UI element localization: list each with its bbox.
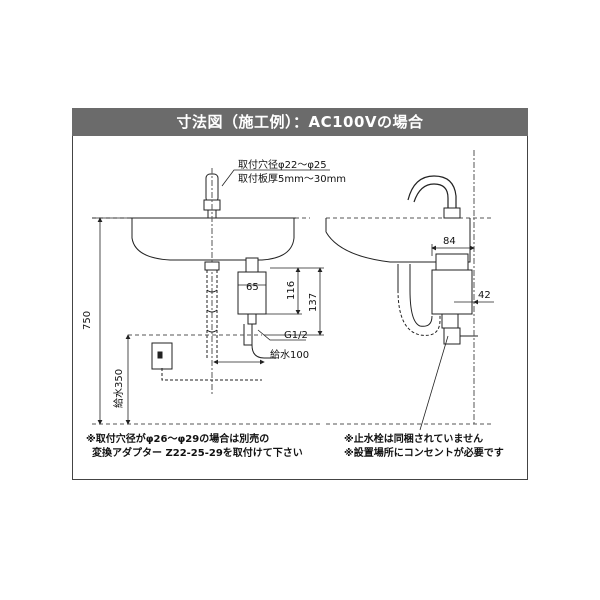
- diagram-title: 寸法図（施工例）：AC100Vの場合: [72, 108, 528, 136]
- dim-750: [92, 217, 130, 425]
- dim-42-label: 42: [478, 290, 491, 301]
- left-front-view: [92, 168, 320, 425]
- note-left-line1: ※取付穴径がφ26～φ29の場合は別売の: [86, 432, 269, 445]
- dim-750-label: 750: [82, 311, 93, 330]
- right-side-view: [325, 150, 492, 425]
- note-left-line2: 変換アダプター Z22-25-29を取付けて下さい: [92, 446, 303, 459]
- faucet-spout: [407, 175, 457, 218]
- note-right-line1: ※止水栓は同梱されていません: [344, 432, 483, 445]
- side-controller-box: [431, 269, 473, 315]
- dim-137-label: 137: [308, 293, 319, 312]
- basin-outline: [131, 218, 295, 261]
- dim-116-label: 116: [286, 281, 297, 300]
- dim-350-label: 給水350: [112, 369, 125, 408]
- supply-100-label: 給水100: [270, 348, 309, 361]
- note-right-line2: ※設置場所にコンセントが必要です: [344, 446, 504, 459]
- dim-84-label: 84: [443, 236, 456, 247]
- plate-thickness-label: 取付板厚5mm～30mm: [238, 172, 346, 185]
- hole-diameter-label: 取付穴径φ22～φ25: [238, 158, 327, 171]
- dim-65-label: 65: [246, 282, 259, 293]
- controller-box: [237, 271, 267, 315]
- g12-label: G1/2: [284, 330, 308, 341]
- side-basin-outline: [325, 218, 471, 263]
